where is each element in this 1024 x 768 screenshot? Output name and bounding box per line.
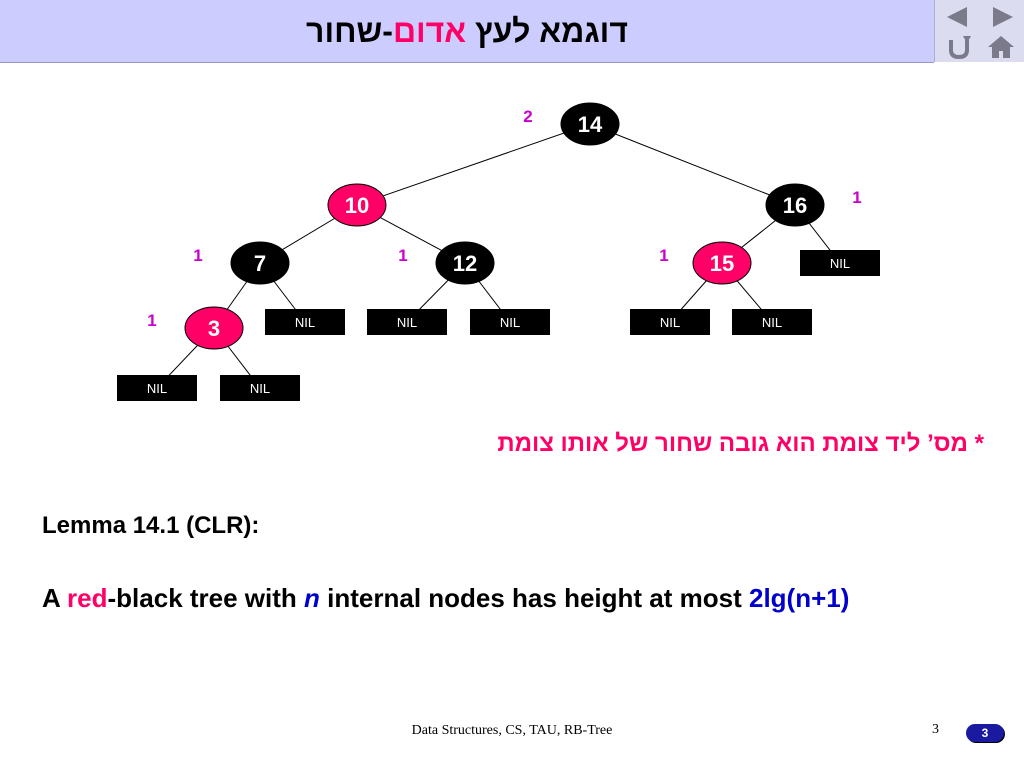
nil-leaf-box: [367, 309, 447, 335]
tree-node-12: 12 1: [398, 241, 495, 285]
nil-leaf-label: NIL: [762, 315, 782, 330]
navigation-panel: [934, 0, 1024, 62]
tree-node-key: 12: [453, 251, 477, 276]
black-height-label: 1: [659, 246, 668, 265]
tree-node-circle: [692, 241, 752, 285]
nil-leaf: NIL: [800, 250, 880, 276]
nil-leaf-box: [265, 309, 345, 335]
footer-page-number: 3: [932, 722, 939, 737]
nil-leaf: NIL: [732, 309, 812, 335]
tree-node-14: 14 2: [523, 102, 620, 146]
title-bar: [0, 0, 934, 63]
nil-leaf: NIL: [630, 309, 710, 335]
tree-node-circle: [435, 241, 495, 285]
lemma-red-word: red: [67, 583, 108, 613]
slide-title: דוגמא לעץ אדום-שחור: [0, 0, 934, 62]
tree-edge: [356, 123, 591, 206]
lemma-n-variable: n: [304, 583, 320, 613]
black-height-label: 1: [398, 246, 407, 265]
nil-leaf-label: NIL: [397, 315, 417, 330]
tree-edge: [589, 123, 796, 206]
tree-node-key: 16: [783, 193, 807, 218]
tree-node-key: 10: [345, 193, 369, 218]
nil-leaf: NIL: [367, 309, 447, 335]
tree-node-15: 15 1: [659, 241, 752, 285]
nil-leaf: NIL: [265, 309, 345, 335]
black-height-label: 1: [193, 246, 202, 265]
nil-leaf-label: NIL: [295, 315, 315, 330]
title-prefix: דוגמא לעץ: [466, 13, 628, 49]
black-height-label: 2: [523, 107, 532, 126]
nil-leaf-label: NIL: [830, 256, 850, 271]
tree-node-key: 3: [208, 316, 220, 341]
page-badge: 3: [966, 724, 1004, 742]
tree-node-key: 15: [710, 251, 734, 276]
nil-leaf-box: [117, 375, 197, 401]
nil-leaf-label: NIL: [500, 315, 520, 330]
lemma-part2: -black tree with: [107, 583, 305, 613]
tree-node-circle: [560, 102, 620, 146]
tree-node-3: 31: [147, 306, 244, 350]
return-icon[interactable]: [939, 34, 979, 60]
tree-node-key: 14: [578, 112, 603, 137]
nil-leaf-box: [732, 309, 812, 335]
black-height-note: * מס’ ליד צומת הוא גובה שחור של אותו צומ…: [497, 430, 984, 457]
tree-node-10: 10: [327, 183, 387, 227]
tree-node-circle: [230, 241, 290, 285]
nil-leaf-box: [800, 250, 880, 276]
lemma-formula: 2lg(n+1): [748, 583, 850, 613]
tree-node-circle: [184, 306, 244, 350]
nil-leaf: NIL: [470, 309, 550, 335]
lemma-part1: A: [42, 583, 68, 613]
tree-node-circle: [765, 183, 825, 227]
nil-leaf-label: NIL: [147, 381, 167, 396]
nil-leaf-box: [220, 375, 300, 401]
nil-leaf: NIL: [220, 375, 300, 401]
nil-leaf-label: NIL: [250, 381, 270, 396]
next-arrow-icon[interactable]: [981, 4, 1021, 30]
black-height-label: 1: [852, 188, 861, 207]
nil-leaf: NIL: [117, 375, 197, 401]
title-suffix: -שחור: [306, 13, 393, 49]
lemma-title: Lemma 14.1 (CLR):: [42, 512, 260, 539]
nil-leaf-box: [470, 309, 550, 335]
prev-arrow-icon[interactable]: [939, 4, 979, 30]
tree-node-key: 7: [254, 251, 266, 276]
lemma-statement: A red-black tree with n internal nodes h…: [42, 583, 849, 614]
footer-text: Data Structures, CS, TAU, RB-Tree: [411, 723, 613, 738]
black-height-label: 1: [147, 311, 156, 330]
tree-node-circle: [327, 183, 387, 227]
tree-node-16: 16 1: [765, 183, 862, 227]
lemma-part3: internal nodes has height at most: [319, 583, 749, 613]
title-red-word: אדום: [392, 13, 467, 49]
nil-leaf-label: NIL: [660, 315, 680, 330]
nil-leaf-box: [630, 309, 710, 335]
home-icon[interactable]: [981, 34, 1021, 60]
tree-node-7: 71: [193, 241, 290, 285]
